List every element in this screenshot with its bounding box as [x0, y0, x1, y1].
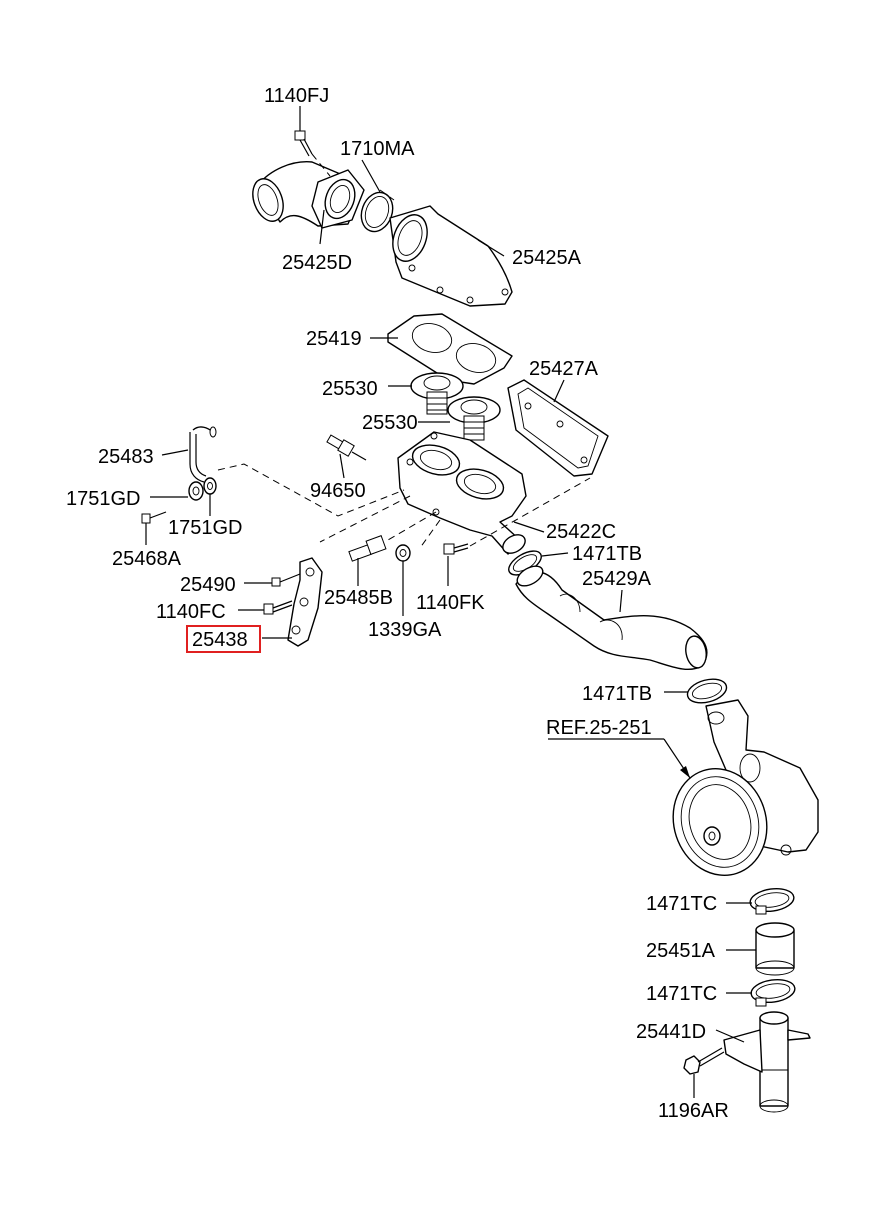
label-25438[interactable]: 25438	[192, 629, 248, 651]
nut-1339ga	[395, 544, 411, 562]
label-ref-25-251[interactable]: REF.25-251	[546, 717, 652, 739]
hose-clamp-1471tc-a	[749, 887, 795, 915]
label-1196ar[interactable]: 1196AR	[658, 1100, 729, 1122]
label-25483[interactable]: 25483	[98, 446, 154, 468]
label-25419[interactable]: 25419	[306, 328, 362, 350]
gasket-25427a	[507, 379, 609, 477]
water-outlet-fitting-25425d	[252, 161, 365, 229]
label-25422c[interactable]: 25422C	[546, 521, 616, 543]
bolt-25490	[271, 573, 301, 587]
leader-lines	[145, 106, 756, 1098]
label-25429a[interactable]: 25429A	[582, 568, 652, 590]
label-1471tc-a[interactable]: 1471TC	[646, 893, 717, 915]
label-1751gd-a[interactable]: 1751GD	[66, 488, 141, 510]
highlight-box-25438	[186, 625, 261, 653]
label-1751gd-b[interactable]: 1751GD	[168, 517, 243, 539]
bolt-25468a	[141, 511, 167, 524]
bypass-pipe-25483	[189, 426, 217, 483]
label-25485b[interactable]: 25485B	[324, 587, 393, 609]
plug-25485b	[348, 535, 387, 562]
label-25441d[interactable]: 25441D	[636, 1021, 706, 1043]
label-1140fc[interactable]: 1140FC	[156, 601, 226, 623]
hose-25451a	[755, 922, 795, 976]
bolt-1140fj	[294, 130, 313, 157]
hose-clamp-1471tb-b	[686, 678, 728, 704]
part-labels: 1140FJ 1710MA 25425D 25425A 25419 25427A…	[66, 85, 729, 1122]
hose-25429a	[515, 565, 708, 670]
label-25425a[interactable]: 25425A	[512, 247, 582, 269]
label-25427a[interactable]: 25427A	[529, 358, 599, 380]
label-1471tc-b[interactable]: 1471TC	[646, 983, 717, 1005]
label-25530-a[interactable]: 25530	[322, 378, 378, 400]
label-94650[interactable]: 94650	[310, 480, 366, 502]
bolt-1196ar	[683, 1047, 725, 1075]
label-1471tb-a[interactable]: 1471TB	[572, 543, 642, 565]
washer-1751gd-a	[188, 481, 204, 501]
gasket-25419	[387, 313, 513, 385]
label-25468a[interactable]: 25468A	[112, 548, 182, 570]
assembly-dashed-lines	[217, 153, 591, 549]
thermostat-25530-a	[410, 372, 464, 415]
temperature-sensor-94650	[326, 434, 367, 461]
label-1140fk[interactable]: 1140FK	[416, 592, 485, 614]
hose-clamp-1471tc-b	[750, 978, 796, 1007]
water-inlet-pipe-25441d	[723, 1011, 811, 1113]
label-25530-b[interactable]: 25530	[362, 412, 418, 434]
thermostat-25530-b	[447, 396, 501, 441]
bracket-25438	[287, 557, 323, 647]
label-25425d[interactable]: 25425D	[282, 252, 352, 274]
label-1339ga[interactable]: 1339GA	[368, 619, 442, 641]
label-25451a[interactable]: 25451A	[646, 940, 716, 962]
label-1710ma[interactable]: 1710MA	[340, 138, 415, 160]
thermostat-housing-25425a	[389, 205, 513, 307]
washer-1751gd-b	[203, 477, 217, 495]
water-pump-assembly	[672, 699, 819, 876]
bolt-1140fc	[263, 600, 293, 615]
thermostat-body-25422c	[397, 431, 527, 555]
label-1140fj[interactable]: 1140FJ	[264, 85, 329, 107]
label-1471tb-b[interactable]: 1471TB	[582, 683, 652, 705]
bolt-1140fk	[443, 543, 469, 555]
label-25490[interactable]: 25490	[180, 574, 236, 596]
